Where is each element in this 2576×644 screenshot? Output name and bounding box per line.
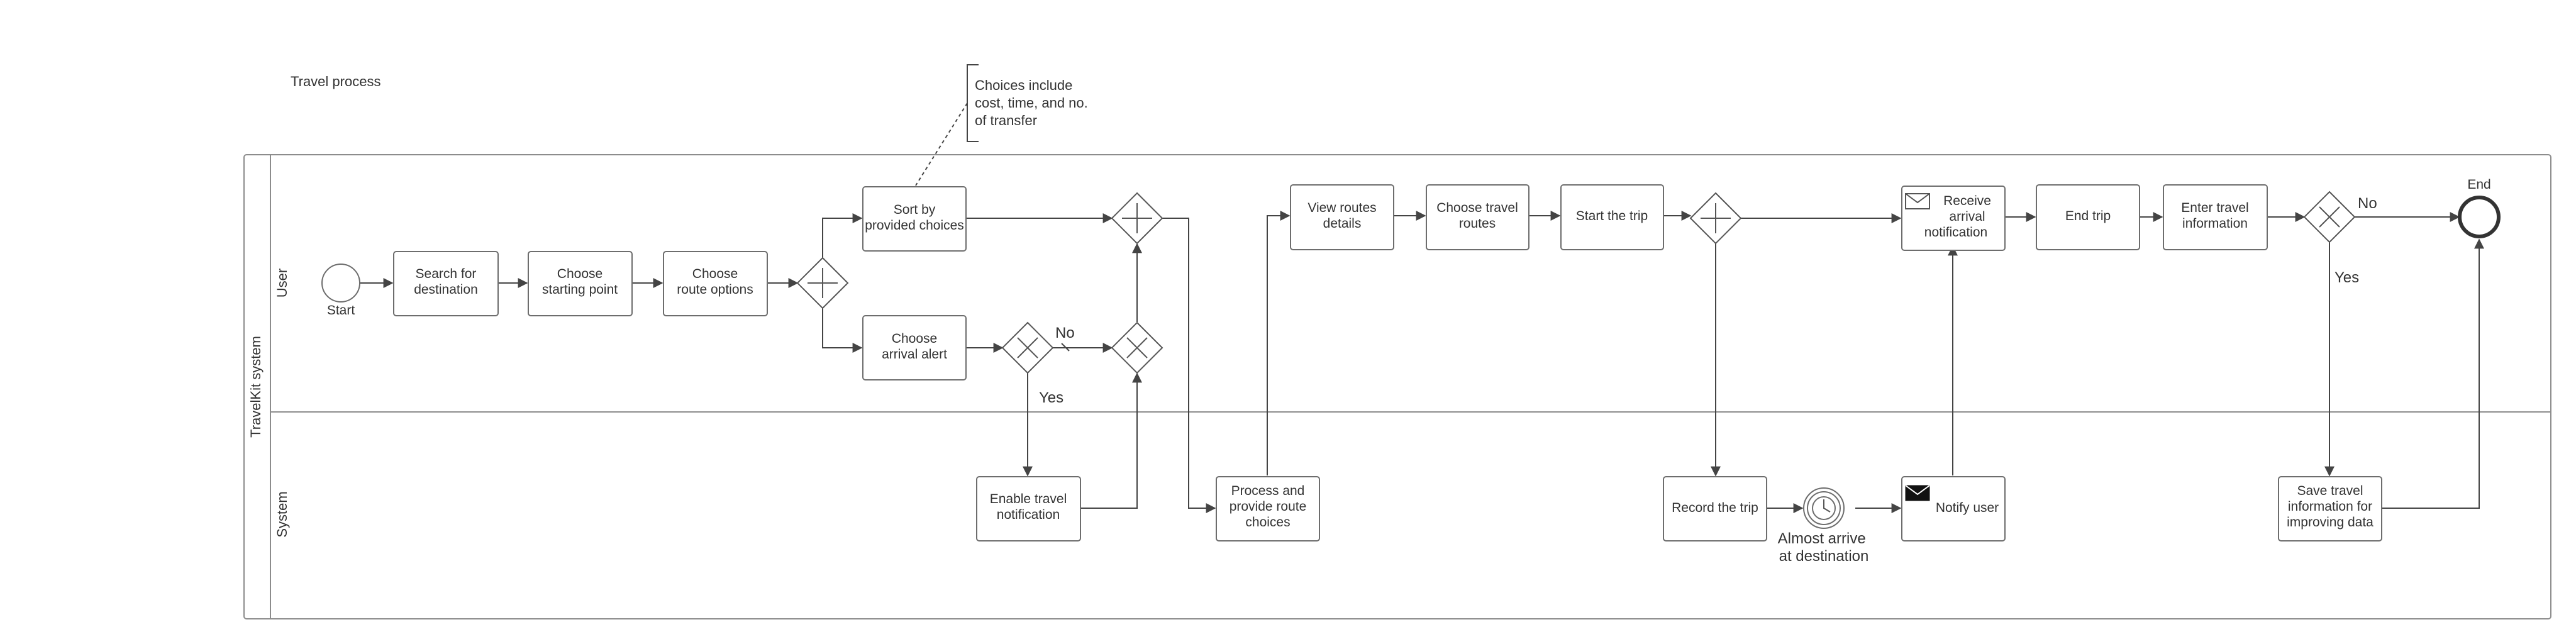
condition-alert-yes: Yes	[1039, 389, 1063, 406]
lane-label-system: System	[274, 491, 290, 537]
condition-end-no: No	[2358, 195, 2377, 212]
diagram-title: Travel process	[291, 74, 380, 89]
receive-message-icon	[1905, 193, 1930, 209]
condition-alert-no: No	[1055, 325, 1075, 341]
annotation-text: Choices include cost, time, and no. of t…	[975, 77, 1092, 128]
text-annotation: Choices include cost, time, and no. of t…	[915, 64, 1092, 186]
send-message-icon	[1905, 485, 1930, 501]
sequence-flows	[360, 211, 2484, 513]
end-event[interactable]: End	[2458, 177, 2501, 238]
svg-text:End trip: End trip	[2065, 209, 2111, 223]
svg-text:Notify user: Notify user	[1936, 501, 1999, 515]
timer-event-label: Almost arrive at destination	[1778, 530, 1870, 565]
timer-event[interactable]: Almost arrive at destination	[1778, 487, 1870, 565]
start-event-label: Start	[327, 303, 355, 318]
task-record-the-trip[interactable]: Record the trip	[1663, 476, 1767, 541]
parallel-gateway-3[interactable]	[1689, 192, 1742, 245]
task-notify-user[interactable]: Notify user	[1901, 476, 2006, 541]
exclusive-gateway-merge[interactable]	[1111, 321, 1163, 374]
svg-text:Start the trip: Start the trip	[1576, 209, 1648, 223]
start-event[interactable]: Start	[321, 264, 360, 318]
end-event-label: End	[2467, 177, 2490, 192]
svg-text:Record the trip: Record the trip	[1672, 501, 1758, 515]
task-start-the-trip[interactable]: Start the trip	[1560, 184, 1664, 250]
exclusive-gateway-alert[interactable]	[1001, 321, 1054, 374]
parallel-gateway-1[interactable]	[796, 257, 849, 309]
lane-label-user: User	[274, 269, 290, 297]
pool-travelkit-system: TravelKit system User System	[243, 154, 2551, 619]
exclusive-gateway-end[interactable]	[2303, 191, 2356, 243]
task-end-trip[interactable]: End trip	[2036, 184, 2140, 250]
pool-label: TravelKit system	[248, 336, 264, 438]
parallel-gateway-2[interactable]	[1111, 192, 1163, 245]
clock-icon	[1812, 496, 1836, 520]
condition-end-yes: Yes	[2334, 269, 2359, 286]
